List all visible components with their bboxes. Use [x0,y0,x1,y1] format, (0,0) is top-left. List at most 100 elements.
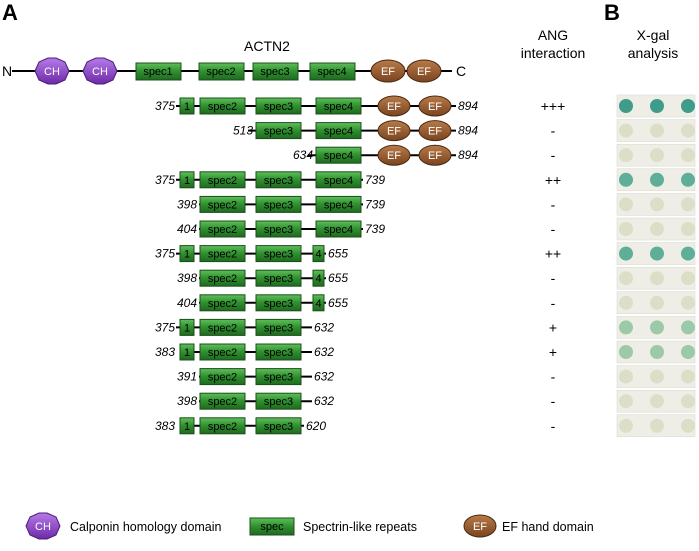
legend-ch-label: Calponin homology domain [70,520,222,534]
ef-domain-label: EF [387,101,401,113]
construct-start-residue: 383 [155,345,175,359]
spectrin-domain [199,245,246,263]
xgal-spot [619,172,633,187]
ang-interaction-result: - [551,393,556,409]
spec1-label: spec1 [143,66,172,78]
spectrin-domain-label: spec4 [324,224,353,236]
xgal-spot [681,246,695,261]
construct-start-residue: 398 [177,197,197,211]
construct-end-residue: 739 [365,222,385,236]
ef-domain-2-label: EF [417,66,431,78]
spectrin-domain-label: spec3 [264,175,293,187]
xgal-spot [681,123,695,138]
spectrin-domain [255,368,302,386]
spectrin-domain-label: spec3 [264,372,293,384]
spectrin-domain-label: spec4 [324,175,353,187]
xgal-spot [650,394,664,409]
xgal-spot [681,222,695,236]
c-terminus-label: C [456,63,466,79]
xgal-spot [619,271,633,286]
spectrin-domain [255,294,302,312]
construct-end-residue: 632 [314,345,334,359]
spectrin-domain-label: spec3 [264,199,293,211]
ef-domain [418,120,452,142]
spectrin-domain-label: 1 [184,322,190,334]
spectrin-domain-label: spec2 [208,322,237,334]
ef-domain [377,120,411,142]
xgal-spot [650,148,664,163]
xgal-spot [619,222,633,236]
construct-end-residue: 620 [306,419,326,433]
xgal-spot [650,246,664,261]
spectrin-domain [255,392,302,410]
spectrin-domain-label: spec2 [208,421,237,433]
construct-start-residue: 375 [155,320,175,334]
spectrin-domain [179,417,195,435]
construct-start-residue: 404 [177,296,197,310]
ang-interaction-result: - [551,221,556,237]
spectrin-domain-label: 1 [184,101,190,113]
xgal-spot [650,222,664,236]
construct-start-residue: 404 [177,222,197,236]
spectrin-domain-label: spec2 [208,396,237,408]
spectrin-domain [315,195,362,213]
xgal-spot [619,320,633,335]
spec3-domain: spec3 [252,62,299,81]
ef-domain-1: EF [370,59,406,83]
spectrin-domain [255,343,302,361]
spectrin-domain-label: spec3 [264,126,293,138]
spectrin-domain [179,97,195,115]
xgal-spot [650,172,664,187]
legend-ch-icon-label: CH [35,521,51,533]
ef-domain [418,95,452,117]
spectrin-domain [315,171,362,189]
spec1-domain: spec1 [135,62,182,81]
xgal-spot [681,295,695,310]
xgal-spot [650,123,664,138]
construct-end-residue: 655 [328,271,348,285]
xgal-spot [650,320,664,335]
xgal-spot [650,295,664,310]
spectrin-domain [255,245,302,263]
ch-domain-2-label: CH [92,66,108,78]
ang-interaction-result: - [551,369,556,385]
spectrin-domain-label: spec4 [324,199,353,211]
legend-spec-icon: spec [249,517,295,536]
spectrin-domain-label: 4 [315,273,321,285]
legend-ef-icon: EF [463,514,497,538]
xgal-spot [619,197,633,212]
legend-ef-icon-label: EF [473,521,487,533]
spectrin-domain [199,318,246,336]
ang-interaction-result: - [551,295,556,311]
xgal-spot [650,418,664,433]
spectrin-domain [179,318,195,336]
ef-domain-2: EF [406,59,442,83]
xgal-spot [619,295,633,310]
spectrin-domain [199,220,246,238]
spectrin-domain [315,146,362,164]
panel-b-label: B [604,0,620,25]
ang-interaction-result: ++ [545,246,561,262]
construct-start-residue: 375 [155,247,175,261]
spectrin-domain-label: spec3 [264,322,293,334]
xgal-panel [616,94,696,438]
ef-domain-label: EF [387,150,401,162]
construct-end-residue: 632 [314,320,334,334]
spectrin-domain-label: spec3 [264,421,293,433]
spec2-domain: spec2 [198,62,245,81]
spectrin-domain [255,97,302,115]
xgal-spot [619,345,633,359]
spectrin-domain [199,171,246,189]
xgal-header-line2: analysis [628,45,679,61]
spectrin-domain [255,417,302,435]
xgal-spot [619,394,633,409]
spectrin-domain [199,343,246,361]
spectrin-domain-label: spec2 [208,199,237,211]
xgal-spot [681,197,695,212]
